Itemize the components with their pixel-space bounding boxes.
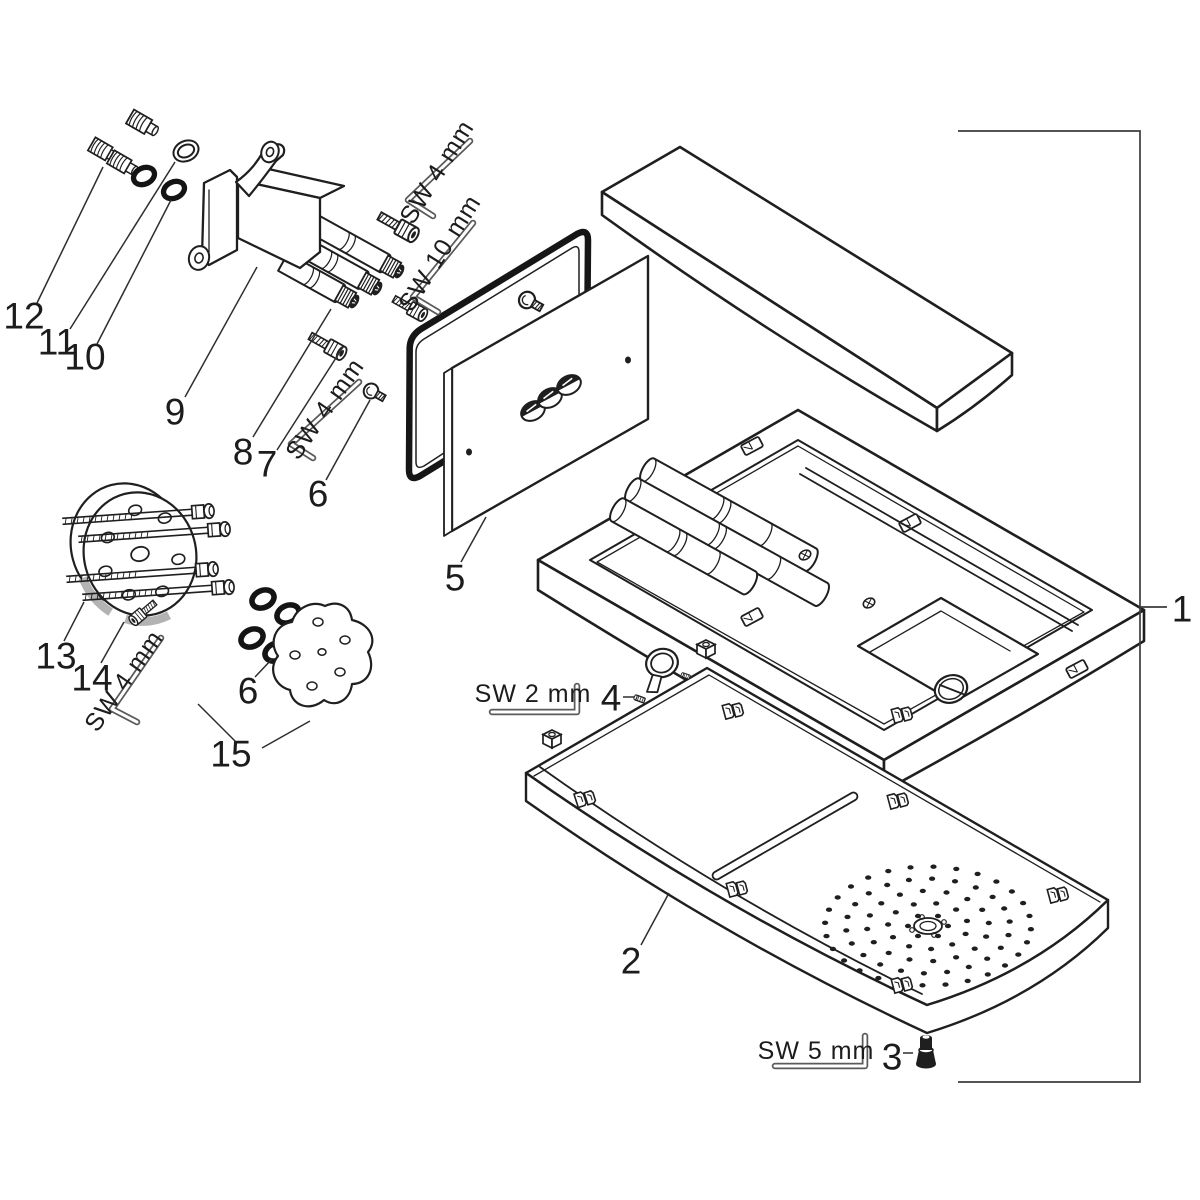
- hex-key-sw10-icon: [409, 219, 477, 316]
- tray-rail: [799, 467, 1079, 632]
- part-label-11: 11: [38, 322, 76, 363]
- part-label-5: 5: [445, 558, 466, 599]
- hex-key-sw4-bottom-icon: [108, 634, 165, 726]
- pan-screw: [360, 379, 389, 406]
- hex-key-sw4-top-icon: [404, 137, 474, 220]
- hex-key-sw4-mid-icon: [287, 378, 363, 462]
- part-label-9: 9: [165, 392, 186, 433]
- front-plate: [443, 254, 650, 537]
- star-plate: [272, 602, 374, 708]
- mount-ear: [187, 245, 211, 271]
- o-ring: [161, 178, 188, 202]
- o-ring: [238, 625, 266, 650]
- drain-plug: [916, 1035, 936, 1069]
- hex-key-sw5-icon: [771, 1032, 869, 1070]
- manifold-bracket: [187, 140, 408, 312]
- grub-screw: [632, 693, 647, 704]
- clamp-arc: [73, 482, 207, 626]
- plate-hole: [625, 356, 631, 364]
- part-label-3: 3: [882, 1037, 903, 1078]
- square-nut: [542, 729, 562, 749]
- gasket-frame: [405, 228, 592, 482]
- clamp-screw-head: [798, 549, 876, 609]
- select-button: [537, 387, 563, 409]
- part-label-12: 12: [3, 296, 44, 337]
- part-label-6: 6: [308, 474, 329, 515]
- hex-key-sw2-icon: [488, 682, 581, 716]
- part-label-8: 8: [233, 432, 254, 473]
- part-label-4: 4: [601, 678, 622, 719]
- part-label-15: 15: [210, 734, 251, 775]
- flange-assembly: [60, 482, 236, 628]
- part-label-2: 2: [621, 941, 642, 982]
- drain-slot: [711, 791, 859, 881]
- ring-clamp: [645, 647, 679, 694]
- select-button: [556, 374, 582, 396]
- spray-plate: [524, 666, 1110, 1035]
- part-label-14: 14: [71, 658, 112, 699]
- part-label-10: 10: [64, 337, 105, 378]
- socket-screw: [305, 328, 350, 363]
- plate-hole: [466, 448, 472, 456]
- hose-nipple: [125, 108, 162, 140]
- part-label-7: 7: [257, 444, 278, 485]
- leader-lines: [36, 161, 913, 1054]
- tool-label-sw2: SW 2 mm: [475, 680, 592, 708]
- tool-label-sw5: SW 5 mm: [758, 1037, 875, 1065]
- plate-screw: [514, 287, 547, 317]
- seal-ring-white: [172, 139, 200, 163]
- square-nut: [696, 639, 716, 659]
- glass-shelf: [600, 145, 1014, 433]
- tray-cartridge: [609, 497, 759, 596]
- mount-ear: [260, 140, 280, 164]
- part-label-13: 13: [35, 636, 76, 677]
- part-label-6b: 6: [238, 671, 259, 712]
- part-label-1: 1: [1172, 589, 1193, 630]
- valve-block: [856, 596, 1040, 704]
- spray-dot-field: [822, 864, 1034, 988]
- part-1-bracket: [958, 130, 1167, 1083]
- o-ring: [249, 586, 277, 611]
- spray-hub: [909, 914, 947, 938]
